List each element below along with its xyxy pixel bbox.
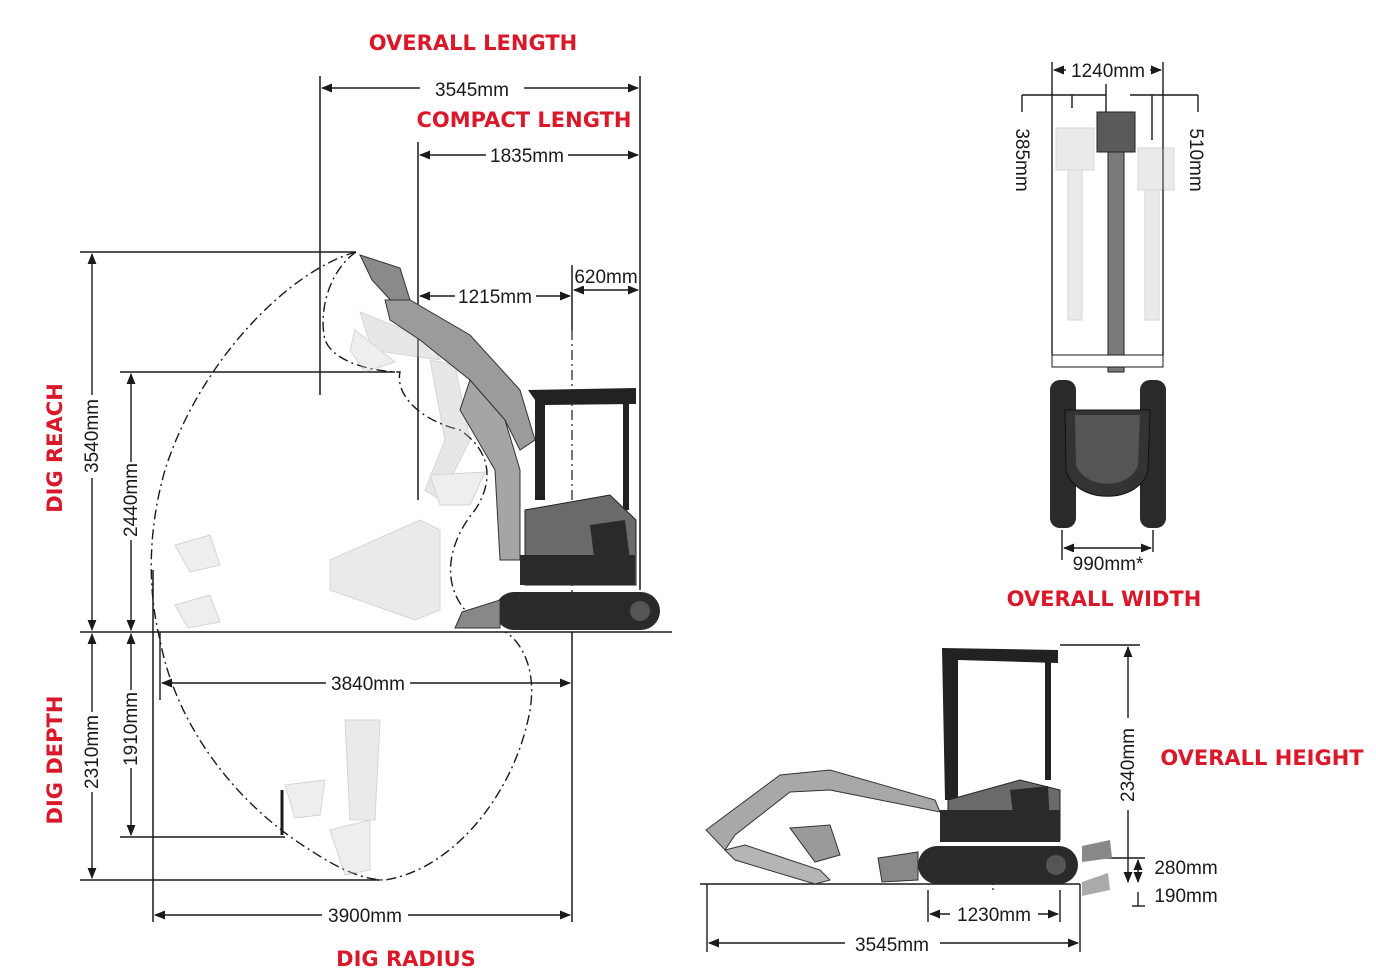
main-machine-side bbox=[359, 254, 660, 630]
side-view: OVERALL LENGTH COMPACT LENGTH 3545mm 183… bbox=[43, 31, 672, 971]
dig-envelope-outer bbox=[150, 251, 533, 881]
top-ghost-arms bbox=[1055, 127, 1175, 321]
depth-1910-value: 1910mm bbox=[121, 692, 142, 766]
dig-reach-title: DIG REACH bbox=[43, 383, 67, 513]
dig-depth-value: 2310mm bbox=[82, 715, 103, 789]
dig-depth-title: DIG DEPTH bbox=[43, 696, 67, 825]
dig-radius-title: DIG RADIUS bbox=[336, 947, 476, 971]
overall-height-title: OVERALL HEIGHT bbox=[1160, 746, 1364, 770]
ghost-arm-positions bbox=[174, 311, 486, 876]
offset-total-value: 1240mm bbox=[1071, 61, 1145, 82]
offset-1215-value: 1215mm bbox=[458, 287, 532, 308]
dig-envelope-inner bbox=[322, 251, 488, 611]
offset-left-value: 385mm bbox=[1011, 128, 1032, 191]
rear-620-value: 620mm bbox=[574, 267, 637, 288]
overall-width-title: OVERALL WIDTH bbox=[1007, 587, 1202, 611]
width-3840-value: 3840mm bbox=[331, 674, 405, 695]
overall-height-value: 2340mm bbox=[1118, 728, 1139, 802]
top-view: 1240mm 385mm 510mm 990mm* OVERALL WIDT bbox=[1007, 61, 1206, 611]
overall-length-title: OVERALL LENGTH bbox=[369, 31, 577, 55]
transport-length-value: 3545mm bbox=[855, 935, 929, 956]
compact-length-title: COMPACT LENGTH bbox=[417, 108, 632, 132]
dig-reach-value: 3540mm bbox=[82, 399, 103, 473]
main-machine-transport bbox=[705, 648, 1078, 885]
track-width-value: 990mm* bbox=[1073, 554, 1144, 575]
track-length-value: 1230mm bbox=[957, 905, 1031, 926]
blade-up-value: 280mm bbox=[1154, 858, 1217, 879]
overall-length-value: 3545mm bbox=[435, 80, 509, 101]
compact-length-value: 1835mm bbox=[490, 146, 564, 167]
blade-down-value: 190mm bbox=[1154, 886, 1217, 907]
offset-right-value: 510mm bbox=[1185, 128, 1206, 191]
transport-view: 2340mm OVERALL HEIGHT 280mm 190mm 1230mm… bbox=[700, 644, 1364, 956]
height-2440-value: 2440mm bbox=[121, 463, 142, 537]
dig-radius-value: 3900mm bbox=[328, 906, 402, 927]
